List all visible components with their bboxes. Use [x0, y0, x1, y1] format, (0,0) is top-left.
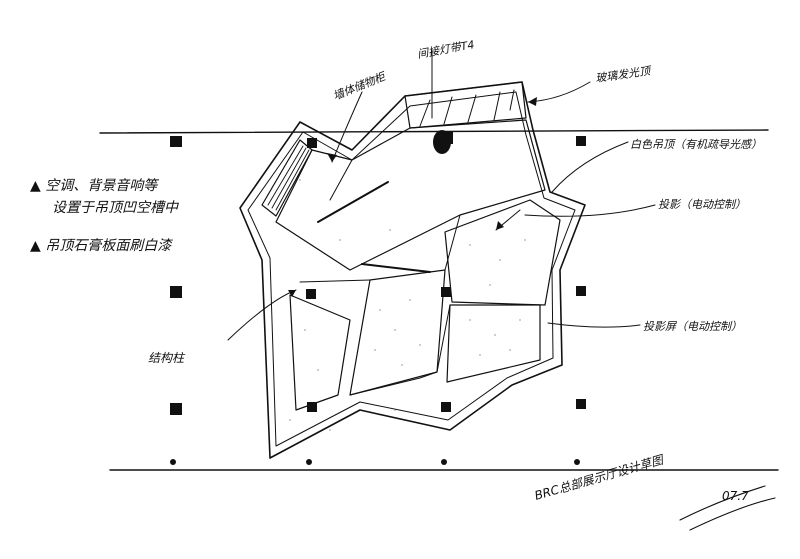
label-projection: 投影（电动控制） — [658, 198, 746, 211]
glass-ceiling-strip — [404, 81, 527, 129]
label-glass-ceiling: 玻璃发光顶 — [595, 64, 653, 85]
note-hvac-line1: ▲ 空调、背景音响等 — [30, 178, 159, 194]
signature-stroke — [679, 485, 776, 531]
panel-shading — [289, 179, 526, 431]
light-strip-1 — [317, 181, 389, 223]
room-outline-inner — [247, 91, 576, 447]
ceiling-panel-center — [349, 269, 446, 396]
label-structural-column: 结构柱 — [148, 351, 186, 365]
ceiling-panel-left — [289, 294, 351, 411]
room-outline-outer — [239, 81, 586, 459]
footer-title: BRC总部展示厅设计草图 — [533, 452, 667, 503]
ceiling-panel-upper-left — [275, 119, 546, 271]
label-white-ceiling: 白色吊顶（有机疏导光感） — [630, 138, 762, 151]
label-projection-screen: 投影屏（电动控制） — [643, 320, 742, 333]
round-fixture — [433, 130, 451, 154]
note-hvac-line2: 设置于吊顶凹空槽中 — [52, 200, 179, 216]
light-strip-2 — [361, 263, 431, 273]
label-storage-wall: 墙体储物柜 — [331, 69, 389, 102]
storage-wall-hatch — [261, 139, 313, 217]
note-ceiling-paint: ▲ 吊顶石膏板面刷白漆 — [30, 238, 173, 254]
grid-line-top — [99, 129, 769, 134]
grid-dots — [170, 459, 580, 465]
leader-arrows — [288, 97, 537, 297]
label-light-strip: 间接灯带T4 — [416, 38, 475, 61]
ceiling-fold-lines — [299, 159, 461, 396]
structural-columns — [170, 132, 586, 415]
ceiling-panel-lower-right — [446, 304, 541, 383]
